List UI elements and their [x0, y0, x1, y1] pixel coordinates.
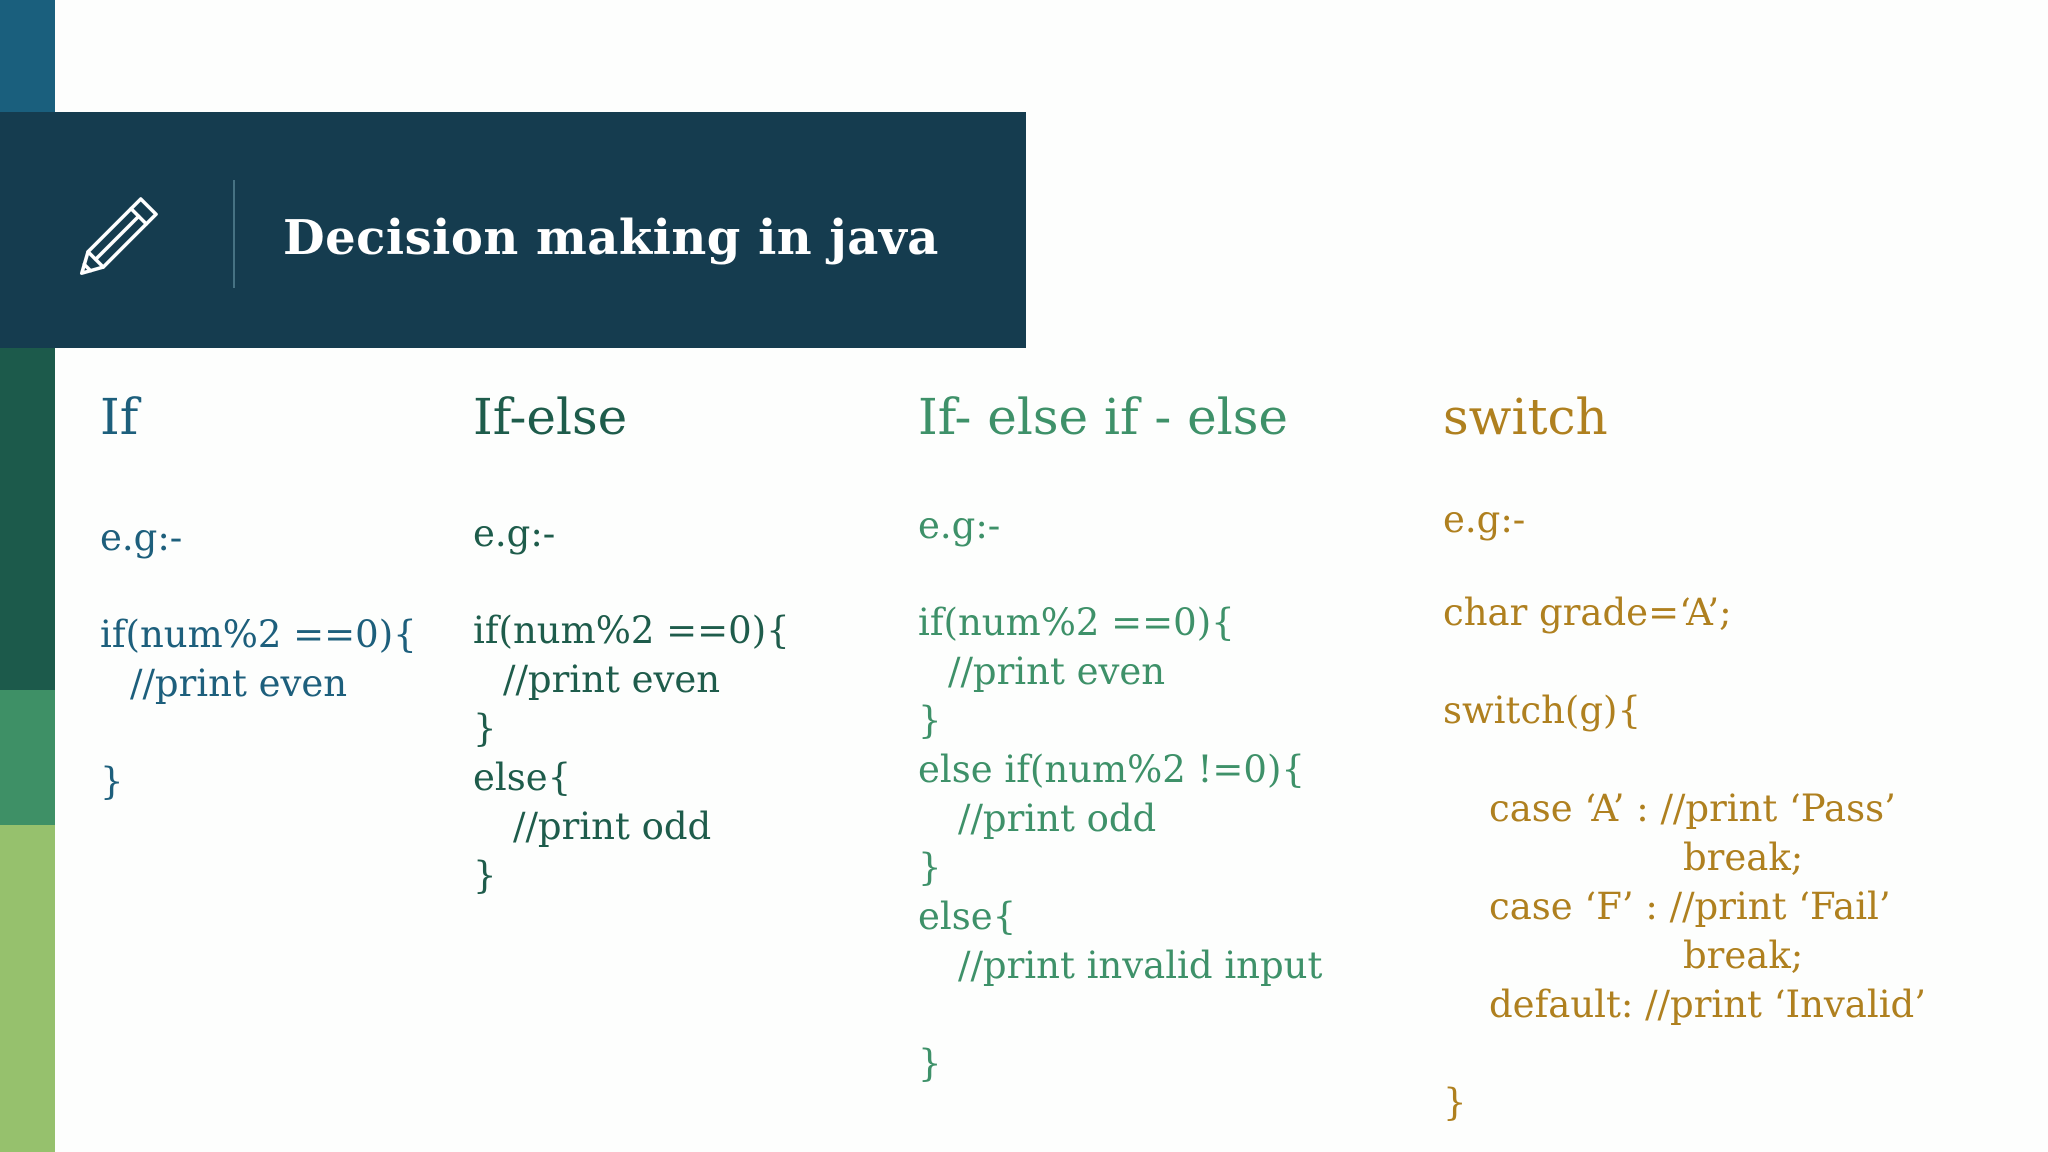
- code-line: }: [473, 854, 497, 897]
- code-block-if-else: if(num%2 ==0){ //print even } else{ //pr…: [473, 606, 790, 900]
- eg-label: e.g:-: [1443, 498, 1526, 541]
- code-line: [1443, 1029, 1926, 1078]
- code-line: char grade=‘A’;: [1443, 591, 1732, 634]
- code-line: }: [473, 707, 497, 750]
- accent-strip-dark-green: [0, 348, 55, 690]
- accent-strip-blue: [0, 0, 55, 112]
- accent-strip-medium-green: [0, 690, 55, 825]
- header-divider: [233, 180, 235, 288]
- code-line: //print even: [503, 658, 721, 701]
- code-block-if: if(num%2 ==0){ //print even }: [100, 610, 417, 806]
- accent-strip-light-green: [0, 825, 55, 1152]
- code-block-if-else-if-else: if(num%2 ==0){ //print even } else if(nu…: [918, 598, 1322, 1088]
- code-line: default: //print ‘Invalid’: [1489, 983, 1926, 1026]
- code-line: case ‘A’ : //print ‘Pass’: [1489, 787, 1896, 830]
- code-line: if(num%2 ==0){: [100, 613, 417, 656]
- eg-label: e.g:-: [473, 512, 556, 555]
- code-line: [918, 990, 1322, 1039]
- column-if-heading: If: [100, 388, 139, 446]
- code-line: //print odd: [958, 797, 1157, 840]
- pencil-icon: [79, 197, 158, 276]
- code-line: //print even: [948, 650, 1166, 693]
- column-switch-heading: switch: [1443, 388, 1608, 446]
- code-line: break;: [1683, 934, 1804, 977]
- code-line: }: [918, 1042, 942, 1085]
- code-line: [1443, 637, 1926, 686]
- code-line: }: [918, 699, 942, 742]
- code-block-switch: char grade=‘A’; switch(g){ case ‘A’ : //…: [1443, 588, 1926, 1127]
- code-line: }: [1443, 1081, 1467, 1124]
- code-line: else{: [473, 756, 572, 799]
- code-line: //print odd: [513, 805, 712, 848]
- code-line: }: [100, 760, 124, 803]
- code-line: if(num%2 ==0){: [918, 601, 1235, 644]
- code-line: [1443, 735, 1926, 784]
- column-if-else-heading: If-else: [473, 388, 628, 446]
- code-line: //print even: [130, 662, 348, 705]
- code-line: [100, 708, 417, 757]
- code-line: if(num%2 ==0){: [473, 609, 790, 652]
- code-line: break;: [1683, 836, 1804, 879]
- code-line: else if(num%2 !=0){: [918, 748, 1305, 791]
- eg-label: e.g:-: [918, 504, 1001, 547]
- code-line: }: [918, 846, 942, 889]
- code-line: switch(g){: [1443, 689, 1642, 732]
- eg-label: e.g:-: [100, 516, 183, 559]
- column-if-else-if-else-heading: If- else if - else: [918, 388, 1288, 446]
- code-line: case ‘F’ : //print ‘Fail’: [1489, 885, 1891, 928]
- title-banner: Decision making in java: [0, 112, 1026, 348]
- code-line: //print invalid input: [958, 944, 1323, 987]
- page-title: Decision making in java: [283, 210, 939, 266]
- code-line: else{: [918, 895, 1017, 938]
